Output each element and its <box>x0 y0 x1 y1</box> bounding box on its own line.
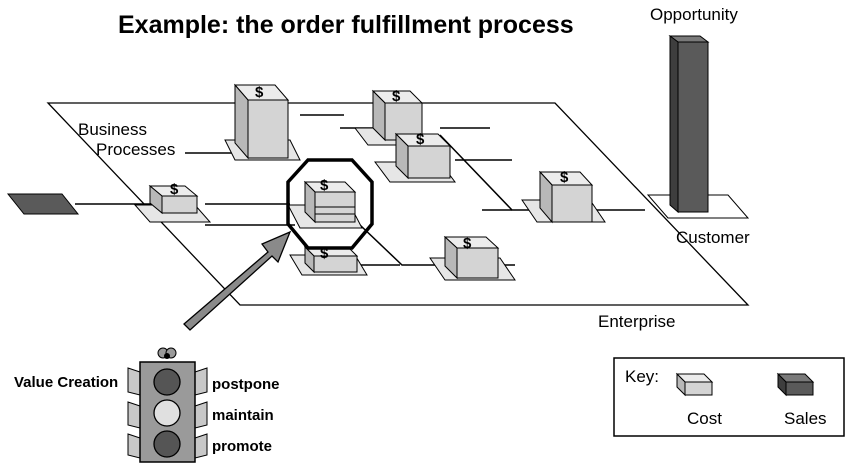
box-6-dollar: $ <box>463 235 472 252</box>
key-sales-swatch <box>776 372 815 397</box>
business-processes-label-line1: Business <box>78 120 147 139</box>
cost-box-1: $ <box>133 181 212 223</box>
value-creation-label: Value Creation <box>14 374 118 391</box>
cost-box-2: $ <box>224 83 301 161</box>
box-3-dollar: $ <box>392 88 401 105</box>
traffic-state-postpone: postpone <box>212 376 280 393</box>
opportunity-label: Opportunity <box>650 5 738 24</box>
cost-box-6: $ <box>429 235 516 281</box>
improvement-arrow <box>183 230 292 331</box>
light-postpone <box>153 368 181 396</box>
traffic-light <box>127 347 208 463</box>
key-title: Key: <box>625 367 659 386</box>
cost-box-5: $ <box>521 169 606 224</box>
box-7-dollar: $ <box>320 245 329 262</box>
key-cost-swatch <box>675 372 714 397</box>
input-source-shape <box>6 193 80 215</box>
traffic-state-promote: promote <box>212 438 272 455</box>
box-5-dollar: $ <box>560 169 569 186</box>
cost-box-3: $ <box>353 88 430 146</box>
cost-box-4: $ <box>374 131 456 183</box>
box-1-dollar: $ <box>170 181 179 198</box>
traffic-state-maintain: maintain <box>212 407 274 424</box>
focus-octagon <box>286 158 374 250</box>
key-sales-label: Sales <box>784 409 827 428</box>
key-cost-label: Cost <box>687 409 722 428</box>
customer-label: Customer <box>676 228 750 247</box>
light-promote <box>153 430 181 458</box>
enterprise-label: Enterprise <box>598 312 675 331</box>
sales-bar <box>646 35 750 219</box>
cost-box-8-highlighted: $ <box>287 177 363 229</box>
light-maintain <box>153 399 181 427</box>
box-8-dollar: $ <box>320 177 329 194</box>
box-2-dollar: $ <box>255 84 264 101</box>
legend-key: Key: Cost Sales <box>613 357 845 437</box>
box-4-dollar: $ <box>416 131 425 148</box>
diagram-title: Example: the order fulfillment process <box>118 11 574 39</box>
business-processes-label-line2: Processes <box>96 140 175 159</box>
process-flow-lines <box>75 114 645 266</box>
